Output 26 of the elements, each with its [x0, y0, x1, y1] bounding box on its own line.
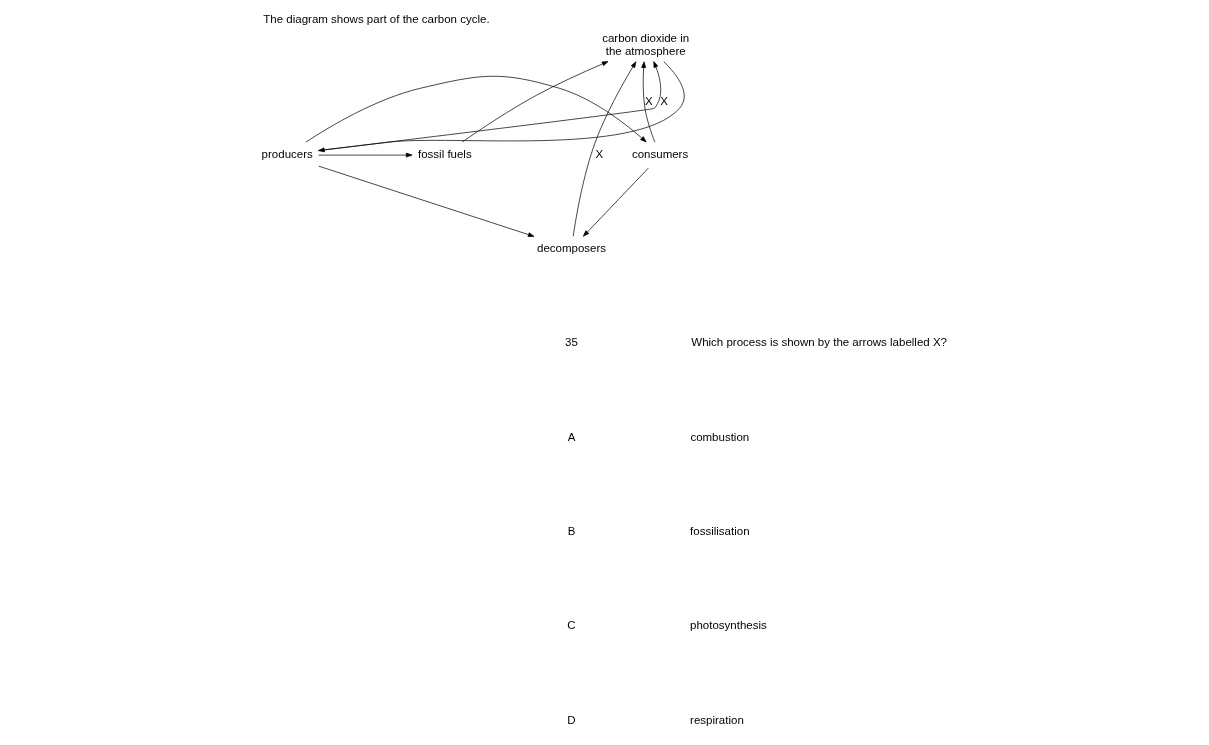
arrow [317, 165, 534, 237]
node-text: consumers [631, 147, 688, 160]
edge-label: X [644, 94, 653, 107]
arrow [461, 61, 608, 143]
node-text: decomposers [536, 242, 606, 255]
label: C [566, 619, 576, 632]
arrow [582, 167, 649, 237]
label: photosynthesis [689, 619, 767, 632]
diagram-title: The diagram shows part of the carbon cycle. [262, 13, 490, 26]
node-text: fossil fuels [417, 147, 472, 160]
edge-label: X [659, 94, 668, 107]
arrow [305, 75, 647, 143]
arrow [640, 61, 655, 143]
arrow [572, 61, 636, 237]
label: D [566, 713, 576, 726]
label: respiration [689, 713, 744, 726]
edge-label: X [594, 147, 603, 160]
label: 35 [564, 336, 578, 349]
label: fossilisation [689, 525, 750, 538]
label: Which process is shown by the arrows labelled X? [690, 336, 947, 349]
arrow [317, 152, 412, 158]
node-text: producers [261, 147, 313, 160]
label: A [567, 430, 575, 443]
label: B [567, 525, 575, 538]
node-text: carbon dioxide in the atmosphere [601, 31, 689, 57]
label: combustion [689, 430, 749, 443]
